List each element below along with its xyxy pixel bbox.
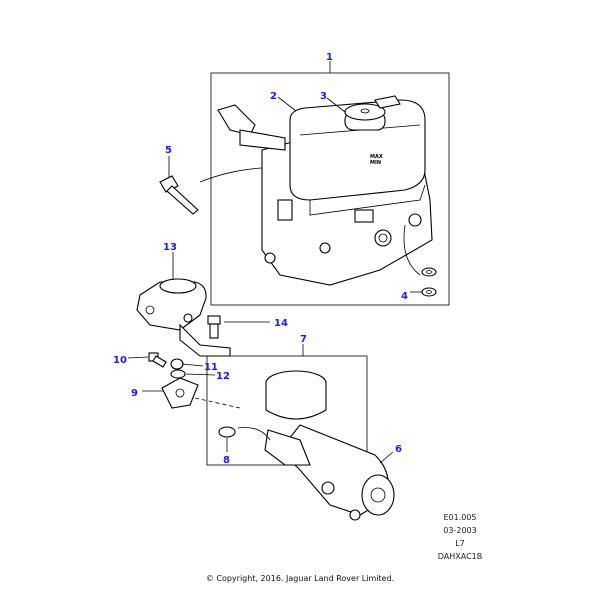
copyright-notice: © Copyright, 2016. Jaguar Land Rover Lim… <box>205 574 395 583</box>
reference-date: 03-2003 <box>443 526 477 535</box>
callout-3[interactable]: 3 <box>320 91 327 102</box>
callout-7[interactable]: 7 <box>300 334 307 345</box>
callout-2[interactable]: 2 <box>270 91 277 102</box>
callout-5[interactable]: 5 <box>165 145 172 156</box>
callout-13[interactable]: 13 <box>163 242 177 253</box>
callout-6[interactable]: 6 <box>395 444 402 455</box>
callout-12[interactable]: 12 <box>216 371 230 382</box>
sensor-9 <box>161 377 241 409</box>
callout-9[interactable]: 9 <box>131 388 138 399</box>
bolt-14 <box>207 315 221 339</box>
reference-level: L7 <box>455 539 465 548</box>
leader-lines <box>127 61 422 464</box>
bolt-5 <box>159 175 199 215</box>
abs-modulator-assembly: MAX MIN <box>199 95 433 286</box>
callout-10[interactable]: 10 <box>113 355 127 366</box>
washer-4b <box>421 287 437 297</box>
callout-4[interactable]: 4 <box>401 291 408 302</box>
callout-11[interactable]: 11 <box>204 362 218 373</box>
bolt-10 <box>148 352 167 368</box>
o-ring-8 <box>218 426 236 438</box>
nut-11 <box>170 358 184 370</box>
max-mark: MAX <box>370 154 383 160</box>
valve-13 <box>136 278 231 357</box>
callout-8[interactable]: 8 <box>223 455 230 466</box>
callout-1[interactable]: 1 <box>326 52 333 63</box>
min-mark: MIN <box>370 160 381 166</box>
reference-id: DAHXAC1B <box>437 552 483 561</box>
washer-12 <box>170 369 186 379</box>
washer-4a <box>421 267 437 277</box>
pump-motor-6 <box>237 370 395 521</box>
reference-code: E01.005 <box>443 513 477 522</box>
callout-14[interactable]: 14 <box>274 318 288 329</box>
